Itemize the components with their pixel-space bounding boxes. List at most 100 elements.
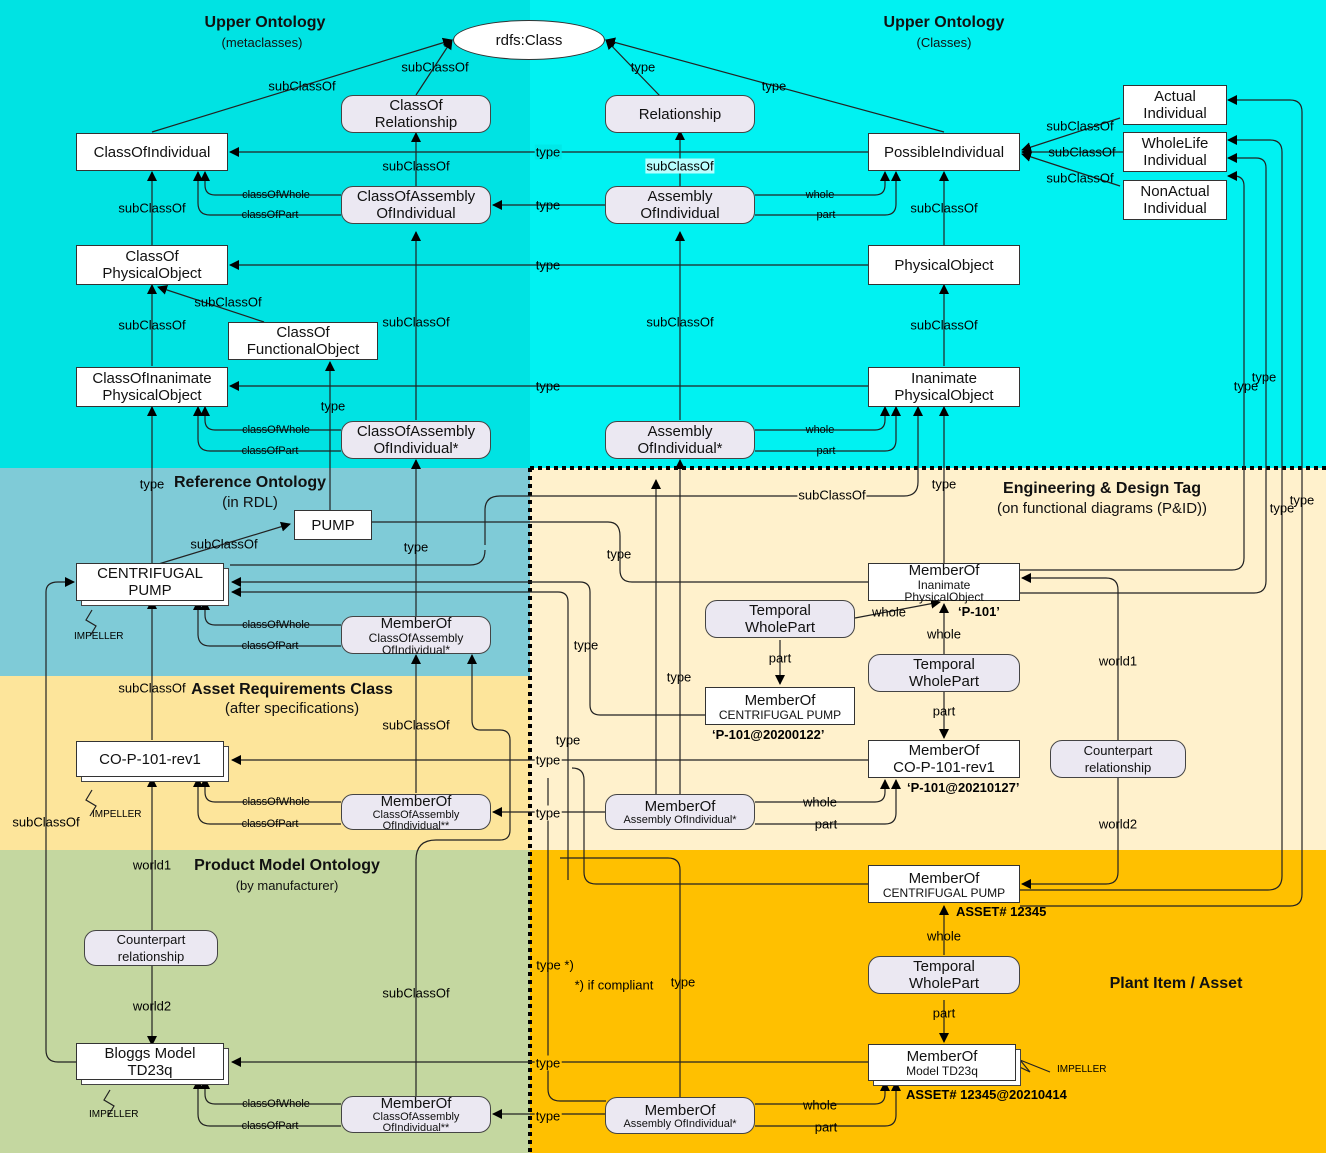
node-label: NonActual: [1140, 183, 1210, 200]
edge-label-subclassof: subClassOf: [910, 317, 978, 333]
node-label: ClassOfAssembly: [372, 1111, 460, 1123]
impeller-label: IMPELLER: [74, 631, 124, 642]
edge-label-subclassof: subClassOf: [382, 314, 450, 330]
edge-label-class-of-whole: classOfWhole: [242, 424, 310, 436]
edge-label-type: type: [666, 669, 692, 685]
node-label: Individual: [1143, 105, 1207, 122]
edge-label-subclassof: subClassOf: [268, 78, 336, 94]
node-label: CO-P-101-rev1: [893, 759, 995, 776]
edge-label-subclassof: subClassOf: [797, 487, 867, 503]
edge-label-type: type: [1233, 378, 1259, 394]
edge-label-type: type: [555, 732, 581, 748]
edge-label-type: type: [534, 752, 562, 768]
node-label: PhysicalObject: [904, 589, 984, 604]
node-label: MemberOf: [908, 869, 980, 887]
node-physical-object[interactable]: PhysicalObject: [868, 245, 1020, 285]
section-subtitle-reference: (in RDL): [222, 494, 278, 511]
node-label: WholeLife: [1141, 135, 1209, 152]
edge-label-class-of-whole: classOfWhole: [242, 1098, 310, 1110]
edge-label-part: part: [814, 1119, 838, 1135]
node-label: Individual: [1143, 200, 1207, 217]
edge-label-part: part: [932, 1005, 956, 1021]
node-relationship[interactable]: Relationship: [605, 95, 755, 133]
node-label: OfIndividual*: [373, 440, 459, 457]
node-label: WholePart: [908, 975, 980, 992]
node-label: PUMP: [128, 582, 172, 599]
node-label: Individual: [1143, 152, 1207, 169]
edge-label-subclassof: subClassOf: [12, 814, 80, 830]
node-class-of-individual[interactable]: ClassOfIndividual: [76, 133, 228, 171]
edge-label-subclassof: subClassOf: [194, 294, 262, 310]
section-title-upper-meta: Upper Ontology: [204, 14, 326, 31]
edge-label-part: part: [814, 816, 838, 832]
node-possible-individual[interactable]: PossibleIndividual: [868, 133, 1020, 171]
node-co-p-101-rev1[interactable]: CO-P-101-rev1: [76, 741, 224, 777]
edge-label-subclassof: subClassOf: [382, 985, 450, 1001]
node-label: Temporal: [913, 656, 975, 673]
node-label: ClassOfAssembly: [356, 423, 476, 440]
node-label: OfIndividual*: [381, 642, 451, 657]
edge-label-subclassof: subClassOf: [910, 200, 978, 216]
node-label: Assembly: [647, 423, 713, 440]
section-subtitle-asset-req: (after specifications): [224, 700, 360, 717]
edge-label-whole: whole: [872, 604, 906, 620]
node-label: PhysicalObject: [894, 256, 994, 274]
tag-p101-20200122: ‘P-101@20200122’: [712, 727, 825, 742]
edge-label-world1: world1: [132, 857, 172, 873]
section-title-engineering: Engineering & Design Tag: [1003, 480, 1201, 497]
node-label: PhysicalObject: [102, 265, 202, 282]
edge-label-class-of-whole: classOfWhole: [242, 619, 310, 631]
edge-label-world2: world2: [1098, 816, 1138, 832]
edge-label-type: type: [139, 476, 165, 492]
node-rdfs-class[interactable]: rdfs:Class: [453, 20, 605, 60]
edge-label-type: type: [670, 974, 696, 990]
section-subtitle-engineering: (on functional diagrams (P&ID)): [996, 500, 1208, 517]
section-title-product-model: Product Model Ontology: [194, 857, 380, 874]
node-label: Bloggs Model: [104, 1044, 196, 1062]
edge-label-type: type: [931, 476, 957, 492]
edge-label-part: part: [816, 209, 836, 221]
node-label: CENTRIFUGAL PUMP: [718, 707, 842, 722]
node-label: ClassOf: [276, 324, 330, 341]
edge-label-type: type: [535, 197, 561, 213]
node-label: MemberOf: [908, 561, 980, 579]
tag-p101-20210127: ‘P-101@20210127’: [907, 780, 1020, 795]
node-label: Relationship: [638, 105, 722, 123]
tag-p101: ‘P-101’: [958, 604, 1000, 619]
edge-label-subclassof: subClassOf: [118, 200, 186, 216]
node-label: OfIndividual: [376, 205, 456, 222]
node-pump[interactable]: PUMP: [294, 510, 372, 540]
edge-label-subclassof: subClassOf: [118, 317, 186, 333]
node-label: MemberOf: [380, 1095, 452, 1112]
